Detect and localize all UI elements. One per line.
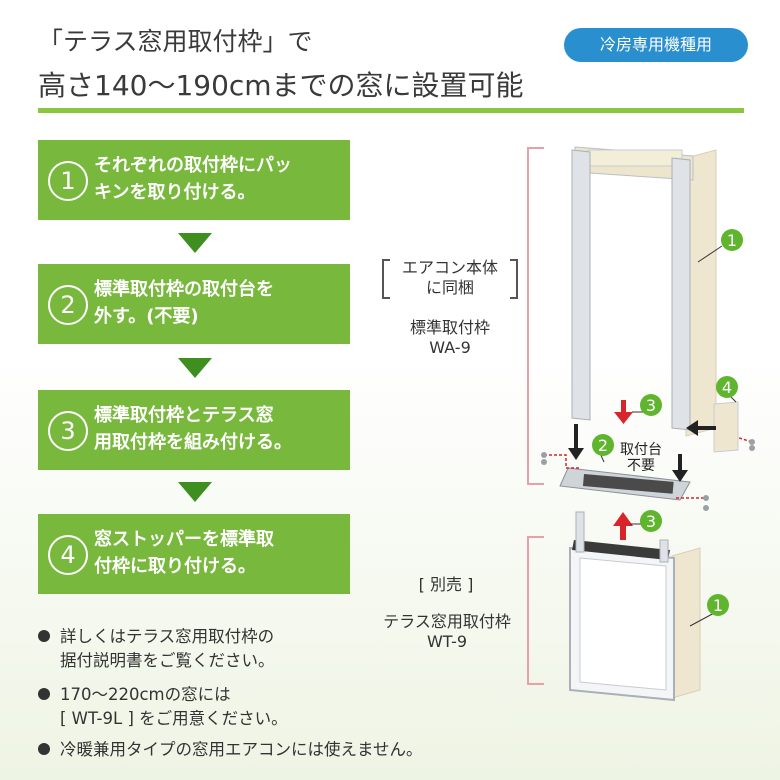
step-4-text: 窓ストッパーを標準取 付枠に取り付ける。 — [94, 526, 340, 580]
bracket-right — [510, 259, 518, 299]
callout-1b-label: 1 — [713, 596, 723, 615]
screw-icon — [541, 439, 755, 511]
upper-frame-right-rail — [671, 157, 691, 431]
callout-4-label: 4 — [722, 378, 732, 397]
bracket-left — [382, 259, 390, 299]
upper-frame-model: WA-9 — [429, 338, 471, 357]
upper-frame-label: 標準取付枠 WA-9 — [380, 318, 520, 358]
note-3-line1: 冷暖兼用タイプの窓用エアコンには使えません。 — [60, 740, 423, 759]
terrace-frame-window — [579, 557, 667, 691]
step-1-box: 1 それぞれの取付枠にパッ キンを取り付ける。 — [38, 140, 350, 220]
arrow-down-icon — [178, 482, 212, 502]
step-3-line2: 用取付枠を組み付ける。 — [94, 432, 292, 453]
step-1-line2: キンを取り付ける。 — [94, 182, 256, 203]
header-divider — [38, 108, 744, 113]
upper-note-line1: エアコン本体 — [401, 258, 498, 277]
upper-note: エアコン本体 に同梱 — [392, 258, 508, 298]
terrace-frame-top-packing — [572, 540, 670, 560]
bullet-icon — [38, 629, 50, 642]
title-line-1: 「テラス窓用取付枠」で — [38, 27, 313, 56]
step-4-number: 4 — [48, 535, 88, 575]
lower-frame-label: テラス窓用取付枠 WT-9 — [366, 612, 528, 652]
step-2-number: 2 — [48, 285, 88, 325]
callout-2-icon: 2 — [592, 434, 614, 456]
callout-3b-label: 3 — [646, 512, 656, 531]
step-2-line1: 標準取付枠の取付台を — [94, 279, 274, 300]
step-2-text: 標準取付枠の取付台を 外す。(不要) — [94, 276, 340, 330]
step-2-box: 2 標準取付枠の取付台を 外す。(不要) — [38, 264, 350, 344]
terrace-frame-post-right — [659, 539, 669, 563]
callout-2-label: 2 — [598, 436, 608, 455]
callout-3-label: 3 — [646, 396, 656, 415]
stand-label-line1: 取付台 — [620, 442, 662, 458]
lower-range-bracket — [527, 536, 544, 685]
stand-label-line2: 不要 — [627, 458, 655, 474]
arrow-down-icon — [178, 358, 212, 378]
arrow-left-icon — [686, 420, 716, 436]
arrow-up-icon — [613, 512, 633, 540]
lower-frame-model: WT-9 — [426, 632, 468, 651]
bullet-icon — [38, 687, 50, 700]
note-2: 170〜220cmの窓には [ WT-9L ] をご用意ください。 — [38, 683, 288, 731]
step-2-line2: 外す。(不要) — [94, 306, 199, 327]
step-1-text: それぞれの取付枠にパッ キンを取り付ける。 — [94, 152, 340, 206]
step-1-line1: それぞれの取付枠にパッ — [94, 155, 292, 176]
step-3-box: 3 標準取付枠とテラス窓 用取付枠を組み付ける。 — [38, 390, 350, 470]
arrow-down-icon — [178, 233, 212, 253]
callout-3-icon: 3 — [640, 510, 662, 532]
callout-4-icon: 4 — [716, 376, 738, 398]
badge-cooling-only: 冷房専用機種用 — [564, 28, 748, 62]
callout-1-label: 1 — [727, 231, 737, 250]
window-stopper — [713, 401, 739, 453]
callout-1-icon: 1 — [707, 594, 729, 616]
note-2-line1: 170〜220cmの窓には — [60, 685, 231, 704]
upper-frame-name: 標準取付枠 — [409, 318, 490, 337]
terrace-frame-illustration — [569, 511, 701, 702]
callout-3-icon: 3 — [640, 394, 662, 416]
arrow-down-icon — [614, 400, 633, 424]
note-2-line2: [ WT-9L ] をご用意ください。 — [60, 709, 288, 728]
upper-note-line2: に同梱 — [425, 278, 474, 297]
terrace-frame-post-left — [575, 511, 585, 553]
upper-range-bracket — [527, 147, 544, 485]
title-line-2: 高さ140〜190cmまでの窓に設置可能 — [38, 69, 524, 102]
step-4-line1: 窓ストッパーを標準取 — [94, 529, 274, 550]
note-3: 冷暖兼用タイプの窓用エアコンには使えません。 — [38, 738, 423, 762]
callout-1-icon: 1 — [721, 229, 743, 251]
step-3-text: 標準取付枠とテラス窓 用取付枠を組み付ける。 — [94, 402, 340, 456]
step-4-line2: 付枠に取り付ける。 — [94, 556, 256, 577]
note-1-line2: 据付説明書をご覧ください。 — [60, 651, 275, 670]
lower-frame-name: テラス窓用取付枠 — [383, 612, 511, 631]
standard-frame-illustration — [571, 146, 717, 437]
step-1-number: 1 — [48, 161, 88, 201]
step-3-number: 3 — [48, 411, 88, 451]
note-1-line1: 詳しくはテラス窓用取付枠の — [60, 627, 275, 646]
bullet-icon — [38, 742, 50, 755]
callout-leaders — [598, 245, 737, 627]
note-1: 詳しくはテラス窓用取付枠の 据付説明書をご覧ください。 — [38, 625, 275, 673]
mounting-stand-rubber — [582, 474, 674, 494]
upper-frame-top-packing — [587, 149, 683, 167]
arrow-down-icon — [568, 424, 688, 482]
lower-note: [ 別売 ] — [418, 575, 474, 594]
step-3-line1: 標準取付枠とテラス窓 — [94, 405, 274, 426]
mounting-stand-illustration — [559, 467, 691, 501]
upper-frame-left-rail — [571, 149, 591, 421]
step-4-box: 4 窓ストッパーを標準取 付枠に取り付ける。 — [38, 514, 350, 594]
